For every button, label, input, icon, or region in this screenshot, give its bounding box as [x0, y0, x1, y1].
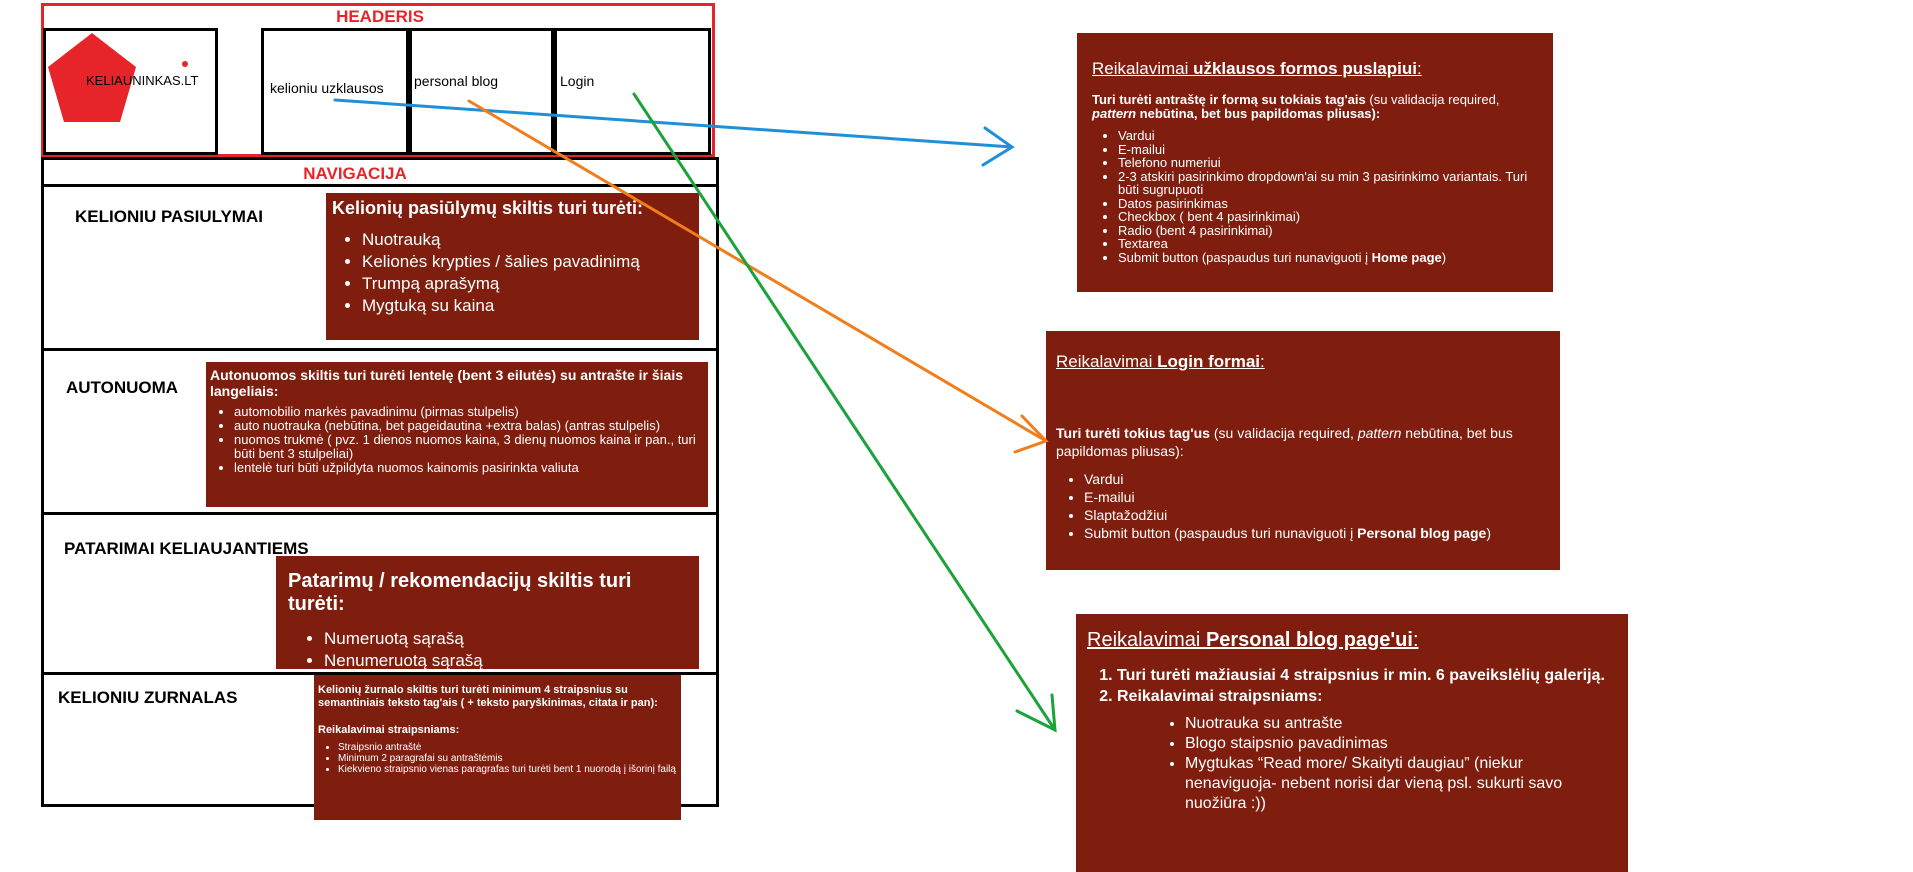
journal-box-subheading: Reikalavimai straipsniams: [318, 724, 460, 736]
section-title-offers: KELIONIU PASIULYMAI [75, 207, 263, 226]
query-form-intro: Turi turėti antraštę ir formą su tokiais… [1092, 92, 1500, 121]
section-divider [41, 672, 719, 675]
list-item: Submit button (paspaudus turi nunaviguot… [1084, 524, 1550, 542]
query-form-title: Reikalavimai užklausos formos puslapiui: [1092, 59, 1422, 78]
navigation-bar [41, 157, 719, 187]
nav-item-blog[interactable] [406, 28, 557, 155]
logo-text: KELIAUNINKAS.LT [86, 73, 199, 88]
list-item: Textarea [1118, 237, 1538, 251]
header-frame [41, 3, 715, 157]
list-item: Nenumeruotą sąrašą [324, 650, 687, 672]
list-item: Telefono numeriui [1118, 156, 1538, 170]
list-item: auto nuotrauka (nebūtina, bet pageidauti… [234, 419, 704, 433]
blog-title: Reikalavimai Personal blog page'ui: [1087, 629, 1419, 651]
blog-requirements-box: Reikalavimai Personal blog page'ui: Turi… [1076, 614, 1628, 872]
section-title-tips: PATARIMAI KELIAUJANTIEMS [64, 539, 309, 558]
orange-arrow [467, 99, 1049, 454]
list-item: Reikalavimai straipsniams: [1117, 687, 1617, 706]
list-item: E-mailui [1118, 142, 1538, 157]
logo-box[interactable] [43, 28, 218, 155]
list-item: Numeruotą sąrašą [324, 628, 687, 650]
list-item: Checkbox ( bent 4 pasirinkimai) [1118, 210, 1538, 224]
list-item: Nuotrauką [362, 229, 693, 251]
list-item: Trumpą aprašymą [362, 273, 693, 295]
nav-item-query[interactable] [261, 28, 412, 155]
list-item: Blogo staipsnio pavadinimas [1185, 734, 1617, 754]
list-item: nuomos trukmė ( pvz. 1 dienos nuomos kai… [234, 433, 704, 461]
car-rental-box-heading: Autonuomos skiltis turi turėti lentelę (… [210, 367, 683, 399]
list-item: automobilio markės pavadinimu (pirmas st… [234, 405, 704, 419]
login-title: Reikalavimai Login formai: [1056, 352, 1265, 371]
list-item: Kelionės krypties / šalies pavadinimą [362, 251, 693, 273]
query-form-requirements-box: Reikalavimai užklausos formos puslapiui:… [1077, 33, 1553, 292]
logo-dot-icon [182, 61, 188, 67]
green-arrow [632, 92, 1057, 733]
logo-pentagon-icon [48, 33, 136, 122]
list-item: 2-3 atskiri pasirinkimo dropdown'ai su m… [1118, 169, 1538, 197]
list-item: Mygtukas “Read more/ Skaityti daugiau” (… [1185, 754, 1617, 814]
list-item: Minimum 2 paragrafai su antraštėmis [338, 753, 677, 764]
list-item: lentelė turi būti užpildyta nuomos kaino… [234, 461, 704, 475]
list-item: Slaptažodžiui [1084, 506, 1550, 524]
section-title-car-rental: AUTONUOMA [66, 378, 179, 397]
journal-requirements-box: Kelionių žurnalo skiltis turi turėti min… [314, 675, 681, 820]
journal-box-heading: Kelionių žurnalo skiltis turi turėti min… [318, 684, 658, 709]
nav-item-login-label: Login [560, 73, 595, 89]
navigation-title: NAVIGACIJA [303, 164, 407, 183]
car-rental-requirements-box: Autonuomos skiltis turi turėti lentelę (… [206, 362, 708, 507]
list-item: E-mailui [1084, 488, 1550, 506]
nav-item-query-label: kelioniu uzklausos [270, 80, 384, 96]
blue-arrow [333, 98, 1015, 167]
list-item: Mygtuką su kaina [362, 295, 693, 317]
list-item: Kiekvieno straipsnio vienas paragrafas t… [338, 764, 677, 775]
offers-requirements-box: Kelionių pasiūlymų skiltis turi turėti: … [326, 193, 699, 340]
list-item: Turi turėti mažiausiai 4 straipsnius ir … [1117, 666, 1617, 685]
login-requirements-box: Reikalavimai Login formai: Turi turėti t… [1046, 331, 1560, 570]
nav-item-blog-label: personal blog [414, 73, 499, 89]
section-title-journal: KELIONIU ZURNALAS [58, 688, 238, 707]
login-intro: Turi turėti tokius tag'us (su validacija… [1056, 425, 1513, 459]
list-item: Radio (bent 4 pasirinkimai) [1118, 223, 1538, 238]
list-item: Submit button (paspaudus turi nunaviguot… [1118, 250, 1538, 265]
header-title: HEADERIS [336, 7, 424, 26]
list-item: Straipsnio antraštė [338, 742, 677, 753]
section-divider [41, 348, 719, 351]
list-item: Vardui [1084, 470, 1550, 488]
section-divider [41, 512, 719, 515]
offers-box-heading: Kelionių pasiūlymų skiltis turi turėti: [332, 198, 644, 218]
list-item: Vardui [1118, 129, 1538, 143]
list-item: Datos pasirinkimas [1118, 196, 1538, 211]
nav-item-login[interactable] [551, 28, 711, 155]
tips-requirements-box: Patarimų / rekomendacijų skiltis turi tu… [276, 556, 699, 672]
tips-box-heading: Patarimų / rekomendacijų skiltis turi tu… [288, 570, 632, 615]
list-item: Nuotrauka su antrašte [1185, 714, 1617, 734]
